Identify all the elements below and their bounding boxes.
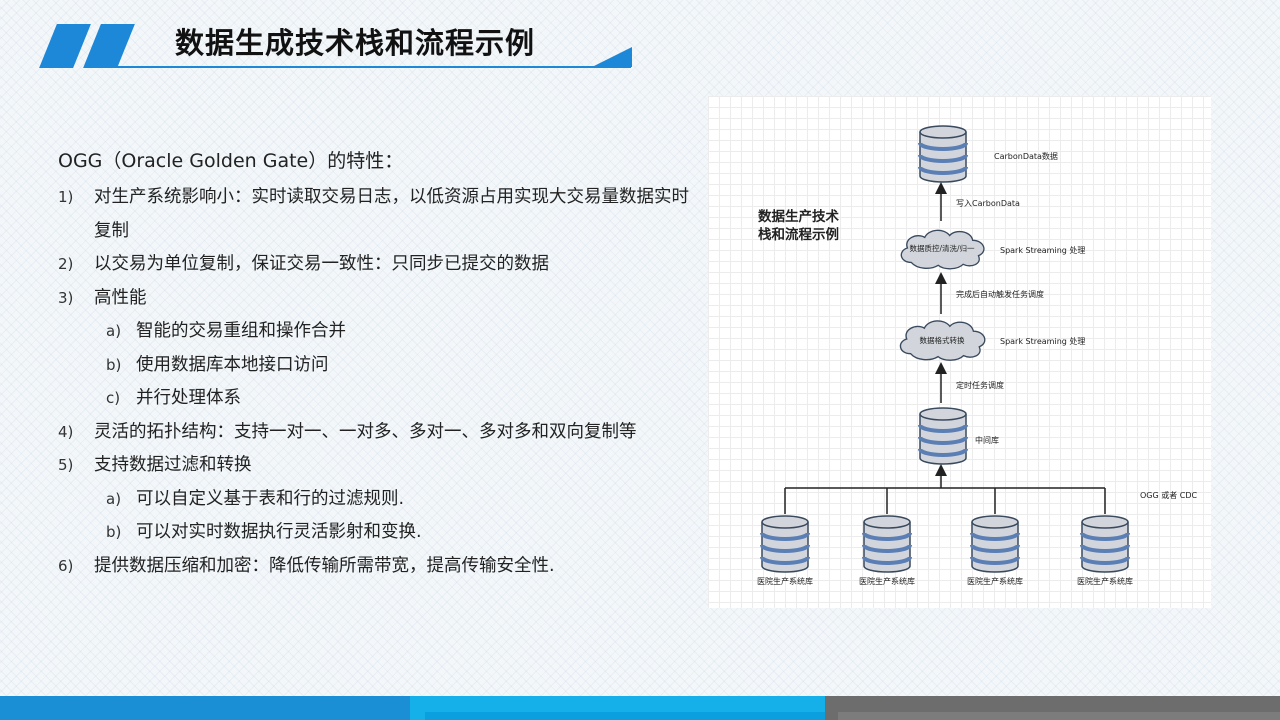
source-database-label: 医院生产系统库 [1077, 576, 1133, 586]
cloud-quality-control-text: 数据质控/清洗/归一 [909, 243, 975, 253]
title-stripe-right [83, 24, 135, 68]
carbondata-label: CarbonData数据 [994, 151, 1058, 161]
bottom-bar-cyan-tab [425, 712, 835, 720]
page-title: 数据生成技术栈和流程示例 [175, 26, 536, 60]
bottom-bar-gray-tab [838, 712, 1280, 720]
title-bar: 数据生成技术栈和流程示例 [0, 0, 1280, 80]
source-database-label: 医院生产系统库 [859, 576, 915, 586]
diagram-title-line1: 数据生产技术 [758, 208, 839, 225]
tech-stack-diagram: 数据生产技术 栈和流程示例 CarbonData数据 写入CarbonData … [708, 96, 1211, 608]
source-database-label: 医院生产系统库 [967, 576, 1023, 586]
list-item: 2) 以交易为单位复制，保证交易一致性：只同步已提交的数据 [58, 254, 549, 274]
list-item: 3) 高性能 [58, 287, 147, 308]
bottom-bar-blue [0, 696, 410, 720]
timed-schedule-label: 定时任务调度 [956, 380, 1004, 390]
list-item: 6) 提供数据压缩和加密：降低传输所需带宽，提高传输安全性. [58, 555, 555, 576]
list-item: 1) 对生产系统影响小：实时读取交易日志，以低资源占用实现大交易量数据实时复制 [58, 187, 689, 241]
sub-list-item: b) 可以对实时数据执行灵活影射和变换. [106, 522, 422, 542]
carbondata-database-icon [918, 124, 968, 184]
source-database-icon [760, 514, 810, 574]
sub-list-item: b) 使用数据库本地接口访问 [106, 354, 329, 375]
list-item: 5) 支持数据过滤和转换 [58, 455, 252, 475]
title-underline [116, 66, 631, 68]
title-stripe-left [39, 24, 91, 68]
spark-streaming-label-1: Spark Streaming 处理 [1000, 245, 1085, 255]
diagram-svg: 数据生产技术 栈和流程示例 CarbonData数据 写入CarbonData … [757, 124, 1198, 586]
bottom-bar [0, 696, 1280, 720]
write-carbondata-label: 写入CarbonData [956, 199, 1020, 208]
source-database-label: 医院生产系统库 [757, 576, 813, 586]
sub-list-item: a) 可以自定义基于表和行的过滤规则. [106, 488, 405, 509]
feature-heading: OGG（Oracle Golden Gate）的特性： [58, 150, 404, 172]
trigger-schedule-label: 完成后自动触发任务调度 [956, 289, 1044, 299]
ogg-cdc-label: OGG 或者 CDC [1140, 490, 1198, 500]
spark-streaming-label-2: Spark Streaming 处理 [1000, 336, 1085, 346]
title-triangle [592, 47, 632, 67]
source-database-icon [1080, 514, 1130, 574]
source-database-icon [862, 514, 912, 574]
sub-list-item: a) 智能的交易重组和操作合并 [106, 321, 346, 341]
diagram-title-line2: 栈和流程示例 [758, 226, 839, 243]
list-item: 4) 灵活的拓扑结构：支持一对一、一对多、多对一、多对多和双向复制等 [58, 421, 637, 442]
sub-list-item: c) 并行处理体系 [106, 388, 241, 408]
feature-list: OGG（Oracle Golden Gate）的特性： 1) 对生产系统影响小：… [58, 146, 698, 583]
cloud-format-conversion-text: 数据格式转换 [920, 335, 965, 345]
middle-database-label: 中间库 [975, 435, 999, 445]
middle-database-icon [918, 406, 968, 466]
source-database-icon [970, 514, 1020, 574]
